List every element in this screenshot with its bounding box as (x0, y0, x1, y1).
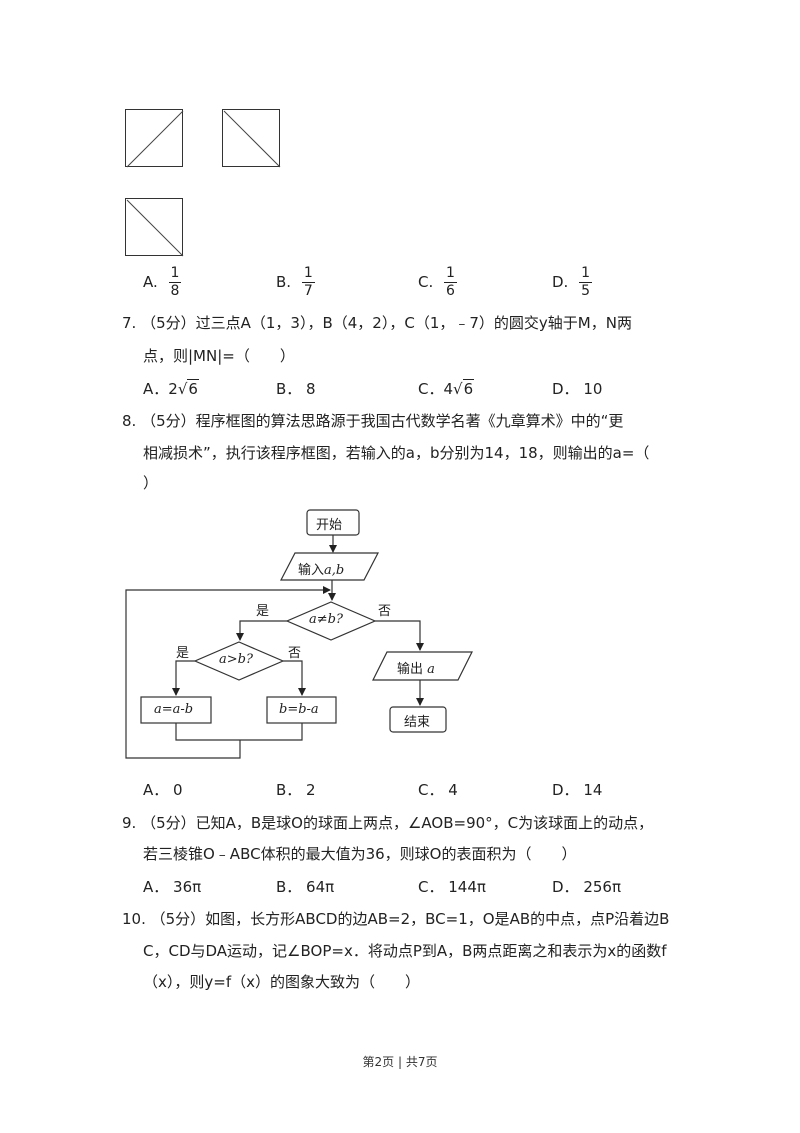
q8-option-c[interactable]: C． 4 (418, 781, 458, 799)
flow-input-label: 输入a,b (298, 559, 344, 578)
flow-yes2-label: 是 (176, 646, 190, 661)
sqrt-sign: √ (453, 380, 463, 398)
q7-option-b[interactable]: B． 8 (276, 380, 316, 398)
option-label: A. (143, 273, 158, 291)
output-var: a (427, 662, 435, 677)
flow-assign1-label: a=a-b (154, 702, 194, 717)
q10-stem-line-3: （x），则y=f（x）的图象大致为（ ） (143, 973, 420, 991)
square-figure-1 (125, 109, 184, 168)
input-vars: a,b (324, 563, 345, 578)
coefficient: 2 (168, 380, 178, 398)
diagonal-line (223, 110, 281, 168)
flow-cond2-label: a>b? (219, 652, 253, 667)
q8-stem-line-3: ） (143, 474, 159, 492)
flow-start-label: 开始 (316, 518, 343, 533)
q9-option-a[interactable]: A． 36π (143, 878, 202, 896)
flow-output-label: 输出 a (397, 658, 435, 677)
sqrt-sign: √ (177, 380, 188, 398)
diagonal-line (126, 199, 184, 257)
q9-option-b[interactable]: B． 64π (276, 878, 335, 896)
option-label: D. (552, 273, 569, 291)
square-figure-2 (222, 109, 281, 168)
page-footer: 第2页 | 共7页 (362, 1055, 438, 1069)
diagonal-line (126, 110, 184, 168)
q7-stem-line-2: 点，则|MN|=（ ） (143, 347, 295, 365)
q7-option-d[interactable]: D． 10 (552, 380, 603, 398)
option-label: A． (143, 380, 169, 398)
q8-option-b[interactable]: B． 2 (276, 781, 316, 799)
flow-end-label: 结束 (404, 715, 431, 730)
option-label: C. (418, 273, 434, 291)
radicand: 6 (187, 379, 199, 398)
flow-no2-label: 否 (288, 646, 302, 661)
output-prefix: 输出 (397, 662, 424, 677)
q8-stem-line-1: 8. （5分）程序框图的算法思路源于我国古代数学名著《九章算术》中的“更 (122, 412, 624, 430)
flow-yes1-label: 是 (256, 604, 270, 619)
q9-stem-line-1: 9. （5分）已知A，B是球O的球面上两点，∠AOB=90°，C为该球面上的动点… (122, 814, 654, 832)
q8-option-a[interactable]: A． 0 (143, 781, 183, 799)
option-label: B. (276, 273, 292, 291)
q7-stem-line-1: 7. （5分）过三点A（1，3），B（4，2），C（1，﹣7）的圆交y轴于M，N… (122, 314, 632, 332)
q7-option-c[interactable]: C．4√6 (418, 378, 475, 399)
q10-stem-line-1: 10. （5分）如图，长方形ABCD的边AB=2，BC=1，O是AB的中点，点P… (122, 910, 670, 928)
option-label: C． (418, 380, 444, 398)
flow-assign2-label: b=b-a (279, 702, 319, 717)
square-figure-3 (125, 198, 184, 257)
q9-stem-line-2: 若三棱锥O﹣ABC体积的最大值为36，则球O的表面积为（ ） (143, 845, 577, 863)
flow-no1-label: 否 (378, 604, 392, 619)
q9-option-c[interactable]: C． 144π (418, 878, 486, 896)
radicand: 6 (462, 379, 475, 398)
coefficient: 4 (443, 380, 454, 398)
input-prefix: 输入 (298, 563, 325, 578)
q8-stem-line-2: 相减损术”，执行该程序框图，若输入的a，b分别为14，18，则输出的a=（ (143, 444, 650, 462)
flow-cond1-label: a≠b? (309, 612, 343, 627)
q7-option-a[interactable]: A．2√6 (143, 378, 199, 399)
q10-stem-line-2: C，CD与DA运动，记∠BOP=x．将动点P到A，B两点距离之和表示为x的函数f (143, 942, 667, 960)
q9-option-d[interactable]: D． 256π (552, 878, 621, 896)
q8-option-d[interactable]: D． 14 (552, 781, 603, 799)
